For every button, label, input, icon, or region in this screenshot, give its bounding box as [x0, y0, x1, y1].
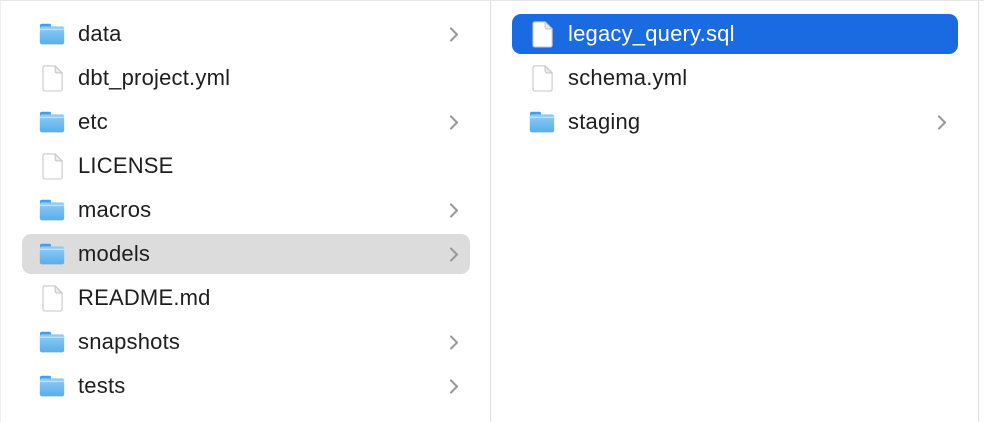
item-label: etc [78, 109, 108, 134]
item-label: dbt_project.yml [78, 65, 231, 90]
folder-icon [39, 243, 65, 265]
folder-icon [39, 331, 65, 353]
chevron-right-icon [449, 26, 459, 43]
document-icon [531, 20, 553, 48]
list-item[interactable]: dbt_project.yml [22, 58, 470, 98]
item-label: staging [568, 109, 641, 134]
list-item[interactable]: LICENSE [22, 146, 470, 186]
list-item[interactable]: README.md [22, 278, 470, 318]
list-item[interactable]: legacy_query.sql [512, 14, 958, 54]
document-icon [531, 64, 553, 92]
column-resize-divider[interactable] [489, 1, 492, 422]
folder-icon [39, 23, 65, 45]
item-label: legacy_query.sql [568, 21, 735, 46]
list-item[interactable]: staging [512, 102, 958, 142]
item-label: snapshots [78, 329, 181, 354]
item-label: models [78, 241, 151, 266]
list-item[interactable]: macros [22, 190, 470, 230]
chevron-right-icon [449, 334, 459, 351]
document-icon [41, 284, 63, 312]
document-icon [41, 152, 63, 180]
document-icon [41, 64, 63, 92]
column-resize-divider[interactable] [977, 1, 980, 422]
item-label: README.md [78, 285, 211, 310]
folder-icon [39, 375, 65, 397]
item-label: macros [78, 197, 152, 222]
list-item[interactable]: tests [22, 366, 470, 406]
item-label: LICENSE [78, 153, 174, 178]
chevron-right-icon [449, 378, 459, 395]
item-label: data [78, 21, 122, 46]
list-item[interactable]: data [22, 14, 470, 54]
list-item[interactable]: snapshots [22, 322, 470, 362]
folder-icon [529, 111, 555, 133]
folder-icon [39, 199, 65, 221]
folder-icon [39, 111, 65, 133]
list-item[interactable]: etc [22, 102, 470, 142]
list-item[interactable]: schema.yml [512, 58, 958, 98]
finder-column-2: legacy_query.sql [491, 1, 979, 422]
list-item[interactable]: models [22, 234, 470, 274]
chevron-right-icon [449, 114, 459, 131]
chevron-right-icon [937, 114, 947, 131]
item-label: tests [78, 373, 126, 398]
chevron-right-icon [449, 202, 459, 219]
chevron-right-icon [449, 246, 459, 263]
finder-column-1: data [0, 1, 491, 422]
item-label: schema.yml [568, 65, 688, 90]
